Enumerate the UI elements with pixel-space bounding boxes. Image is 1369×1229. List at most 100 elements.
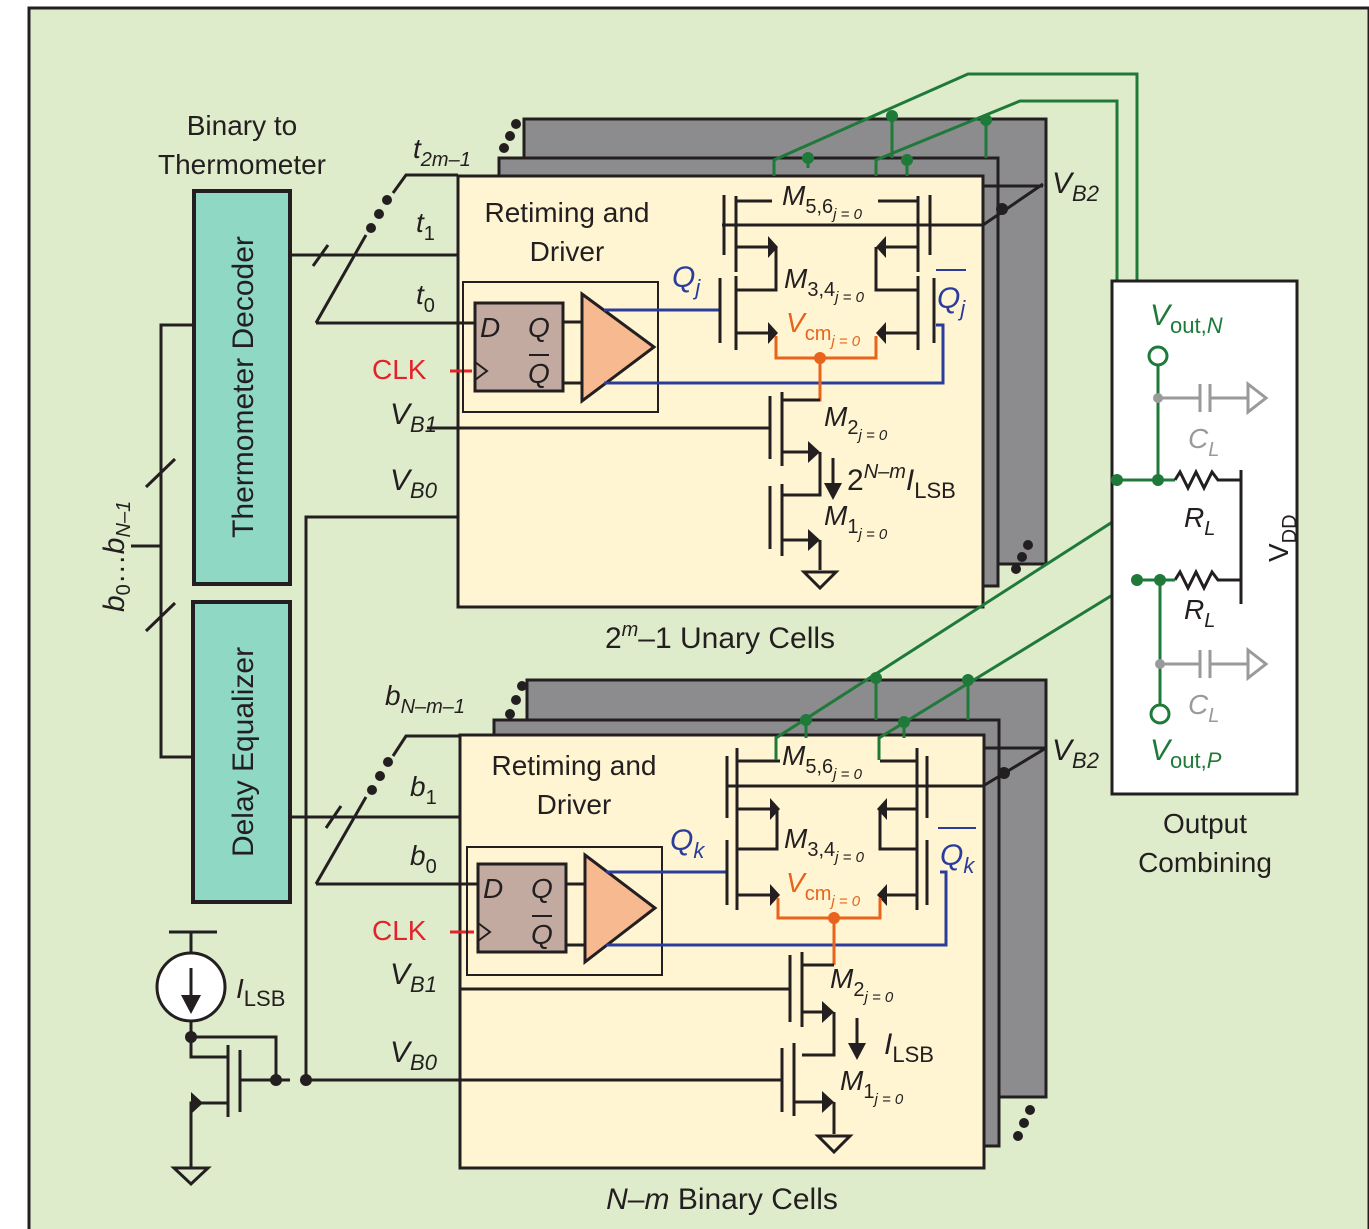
vb2-label-binary: VB2 [1052,734,1099,773]
cl-bottom-capacitor-icon [1160,650,1248,678]
bus-bN-text: b [98,538,131,555]
mos-arrow [822,1001,834,1023]
mos-arrow [822,1091,834,1113]
binary-outp-wire [877,578,1138,760]
current-arrow-head-unary [824,483,842,500]
t-bus-slash [311,244,330,267]
vb2-label-unary: VB2 [1052,167,1099,206]
binary-caption: N–m Binary Cells [606,1183,838,1216]
retiming-title-line1-unary: Retiming and [485,197,650,228]
green-node-dot [962,674,974,686]
vb0-label-unary: VB0 [390,464,438,503]
b0-label: b0 [410,840,437,878]
t-bus-diag [314,234,368,324]
delay-equalizer-block [191,600,292,904]
mos-arrow [876,322,886,344]
input-bus: b0…bN–1 [98,323,194,759]
m2-m1-transistors-unary [768,392,822,570]
b-top-label: bN–m–1 [385,680,465,718]
input-bus-wire [159,323,194,759]
mos-arrow [877,884,887,906]
green-node-dot [1131,574,1143,586]
vb2-diag-unary [982,182,1044,227]
gray-node-dot [1155,659,1165,669]
qk-label: Qk [670,824,705,863]
qk-bar-label: Qk [940,839,975,878]
vb2-dot-binary [998,767,1010,779]
mos-arrow [770,884,780,906]
vb1-label-unary: VB1 [390,398,437,437]
input-bus-label: b0…bN–1 [98,501,135,612]
ellipsis-dot [374,209,384,219]
flipflop-binary [476,862,568,954]
voutn-label: Vout,N [1150,299,1223,338]
m34-drain-wires-binary [737,807,917,851]
ellipsis-dot [1025,1105,1035,1115]
ff-to-driver-wires [566,882,585,947]
ground-icon [814,1134,854,1155]
diode-connect-wire [191,1035,278,1080]
green-node-dot [870,672,882,684]
green-node-dot [1111,474,1123,486]
vb2-dot-unary [996,203,1008,215]
ellipsis-dot [1013,1131,1023,1141]
current-arrow-head-binary [848,1043,866,1060]
output-combining-block: Vout,N CL RL VDD RL CL Vout,P Output Com… [1110,279,1301,878]
green-node-dot [901,154,913,166]
m56-label-unary: M5,6j = 0 [782,180,863,223]
m1-label-binary: M1j = 0 [840,1065,904,1108]
ellipsis-dot [499,143,509,153]
green-node-dot [886,110,898,122]
cl-top-ground-icon [1246,380,1269,416]
voutp-terminal-icon [1149,703,1171,725]
vb2-diag-binary [982,746,1047,788]
b2t-title-line2: Thermometer [158,149,326,180]
cl-bottom-ground-icon [1246,646,1269,682]
mos-arrow [876,236,886,258]
bus-b0-sub: 0 [113,584,135,595]
qj-label: Qj [672,261,701,300]
cl-top-label: CL [1188,423,1219,461]
ellipsis-dot [367,785,377,795]
vcm-label-binary: Vcmj = 0 [786,867,861,910]
clock-edge-icon [474,361,489,381]
green-node-dot [1152,474,1164,486]
voutp-label: Vout,P [1150,734,1222,773]
ff-to-driver-wires [563,320,582,385]
ff-q-unary: Q [528,312,550,343]
m1-label-unary: M1j = 0 [824,500,888,543]
ref-mos-arrow [191,1092,203,1114]
delay-equalizer-label: Delay Equalizer [227,647,260,857]
vcm-label-unary: Vcmj = 0 [786,307,861,350]
m34-label-binary: M3,4j = 0 [784,823,865,866]
ground-icon [800,570,840,591]
cl-top-capacitor-icon [1158,384,1248,412]
ellipsis-dot [383,757,393,767]
thermometer-decoder-block [192,189,292,586]
rl-top-label: RL [1184,502,1215,540]
retiming-title-line2-unary: Driver [530,236,605,267]
green-node-dot [800,714,812,726]
ellipsis-dot [366,223,376,233]
output-caption-line1: Output [1163,808,1247,839]
qbar-wire-binary [606,870,948,947]
ff-qbar-unary: Q [528,358,550,389]
vb0-label-binary: VB0 [390,1036,438,1075]
ellipsis-dot [382,195,392,205]
m2-m1-transistors-binary [780,952,836,1134]
ff-q-binary: Q [531,873,553,904]
driver-buffer-icon [583,851,658,966]
flipflop-unary [473,301,565,393]
m34-transistors-unary [718,276,936,350]
b2t-title-line1: Binary to [187,110,298,141]
retiming-title-line1-binary: Retiming and [492,750,657,781]
unary-outn-wire [772,72,1139,580]
mos-arrow [877,798,887,820]
t0-label: t0 [416,279,435,317]
voutn-terminal-icon [1147,345,1169,367]
ground-icon [170,1166,212,1187]
vb0-node-dot [270,1074,282,1086]
thermometer-decoder-label: Thermometer Decoder [227,236,260,538]
ellipsis-dot [1017,552,1027,562]
